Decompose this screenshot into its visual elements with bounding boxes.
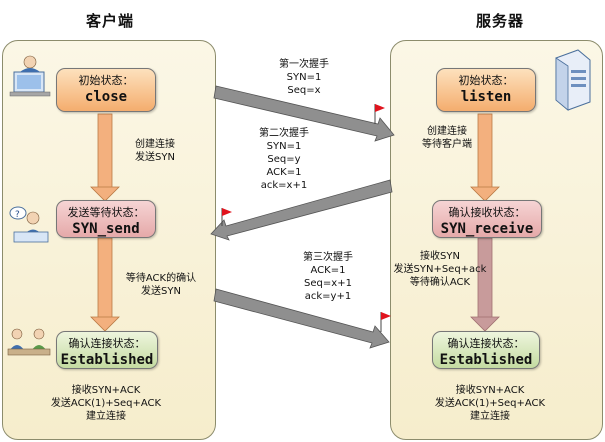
state-label: 确认接收状态： [448,206,526,219]
handshake-line: ACK=1 [310,265,346,276]
meeting-people-icon [7,328,51,356]
client-note-1: 创建连接 发送SYN [110,138,200,164]
handshake-title: 第二次握手 [259,128,309,139]
state-value: Established [439,352,533,368]
state-value: close [84,89,128,105]
note-line: 等待确认ACK [409,277,471,288]
note-line: 发送SYN+Seq+ack [393,264,487,275]
note-line: 发送SYN [135,152,175,163]
handshake-arrow-1 [213,85,395,142]
client-note-2: 等待ACK的确认 发送SYN [116,272,206,298]
handshake-line: SYN=1 [286,72,322,83]
state-label: 发送等待状态： [67,206,145,219]
note-line: 接收SYN+ACK [455,385,525,396]
client-title: 客户端 [85,12,134,30]
state-label: 初始状态： [458,74,514,87]
handshake-line: Seq=x [287,85,321,96]
handshake-title: 第一次握手 [279,59,329,70]
server-note-3: 接收SYN+ACK 发送ACK(1)+Seq+ACK 建立连接 [430,384,550,423]
server-note-2: 接收SYN 发送SYN+Seq+ack 等待确认ACK [390,250,490,289]
red-flag-icon [380,312,391,332]
note-line: 等待客户端 [422,139,472,150]
server-state-listen: 初始状态： listen [436,68,536,112]
note-line: 等待ACK的确认 [125,273,197,284]
handshake-arrow-2 [210,179,393,241]
state-value: Established [60,352,154,368]
state-label: 初始状态： [78,74,134,87]
state-label: 确认连接状态： [447,337,525,350]
client-flow-arrow-2 [90,237,120,332]
handshake-3-label: 第三次握手 ACK=1 Seq=x+1 ack=y+1 [288,251,368,303]
note-line: 发送ACK(1)+Seq+ACK [50,398,162,409]
handshake-line: SYN=1 [266,141,302,152]
note-line: 建立连接 [470,411,510,422]
note-line: 创建连接 [135,139,175,150]
state-label: 确认连接状态： [68,337,146,350]
note-line: 接收SYN [420,251,460,262]
handshake-1-label: 第一次握手 SYN=1 Seq=x [264,58,344,97]
computer-user-icon [9,55,51,97]
note-line: 发送SYN [141,286,181,297]
person-thinking-icon: ? [9,206,49,243]
client-flow-arrow-1 [90,113,120,202]
svg-text:?: ? [15,210,20,220]
handshake-2-label: 第二次握手 SYN=1 Seq=y ACK=1 ack=x+1 [244,127,324,192]
state-value: SYN_send [72,221,140,237]
state-value: listen [460,89,512,105]
client-note-3: 接收SYN+ACK 发送ACK(1)+Seq+ACK 建立连接 [46,384,166,423]
state-value: SYN_receive [440,221,534,237]
client-state-established: 确认连接状态： Established [56,331,158,369]
red-flag-icon [374,104,385,124]
red-flag-icon [221,208,232,226]
server-state-syn-receive: 确认接收状态： SYN_receive [432,200,542,238]
note-line: 发送ACK(1)+Seq+ACK [434,398,546,409]
server-state-established: 确认连接状态： Established [432,331,540,369]
handshake-line: Seq=y [267,154,301,165]
handshake-title: 第三次握手 [303,252,353,263]
note-line: 接收SYN+ACK [71,385,141,396]
server-flow-arrow-2 [470,237,500,332]
handshake-line: ack=x+1 [260,180,308,191]
handshake-line: Seq=x+1 [304,278,352,289]
server-note-1: 创建连接 等待客户端 [402,125,492,151]
server-title: 服务器 [475,12,524,30]
server-flow-arrow-1 [470,113,500,202]
handshake-line: ack=y+1 [304,291,352,302]
note-line: 创建连接 [427,126,467,137]
handshake-line: ACK=1 [266,167,302,178]
client-state-close: 初始状态： close [56,68,156,112]
client-state-syn-send: 发送等待状态： SYN_send [56,200,156,238]
handshake-arrow-3 [213,288,390,349]
server-icon [555,49,591,111]
note-line: 建立连接 [86,411,126,422]
